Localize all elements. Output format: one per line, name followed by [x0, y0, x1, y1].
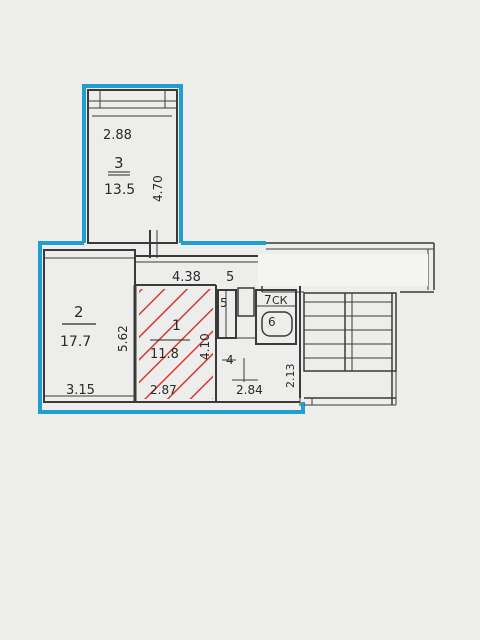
room-1-area: 11.8 [150, 347, 179, 362]
label-sk: СК [272, 294, 288, 307]
room-3-number: 3 [114, 154, 124, 172]
apartment-outline [38, 84, 305, 414]
room-2-length: 5.62 [116, 325, 130, 352]
room-3-area: 13.5 [104, 182, 135, 198]
label-5-top: 5 [226, 270, 234, 285]
room-2-area: 17.7 [60, 334, 91, 350]
walls [43, 89, 435, 406]
room-1-length: 4.10 [198, 333, 212, 360]
label-7: 7 [264, 293, 272, 307]
room-2-width: 3.15 [66, 383, 95, 398]
room-3-walls [87, 89, 178, 244]
room-1-number: 1 [172, 318, 181, 334]
room-1-labels: 1 11.8 4.10 2.87 [150, 318, 212, 397]
room-2-labels: 2 17.7 5.62 3.15 [60, 303, 130, 398]
room-1-hatched-area [139, 289, 213, 399]
redaction-box [258, 254, 428, 286]
room-1-width: 2.87 [150, 383, 177, 397]
room-2-number: 2 [74, 303, 84, 321]
label-5-bath: 5 [220, 296, 228, 310]
room-3-labels: 2.88 3 13.5 4.70 [103, 128, 165, 202]
label-6: 6 [268, 315, 276, 329]
room-3-length: 4.70 [151, 175, 165, 202]
room-3-width: 2.88 [103, 128, 132, 143]
corridor-width: 2.84 [236, 383, 263, 397]
label-4: 4 [226, 353, 234, 367]
corridor-depth: 2.13 [284, 364, 297, 389]
corridor-length: 4.38 [172, 270, 201, 285]
corridor-labels: 4.38 5 5 4 6 7 СК 2.84 2.13 [172, 270, 297, 397]
